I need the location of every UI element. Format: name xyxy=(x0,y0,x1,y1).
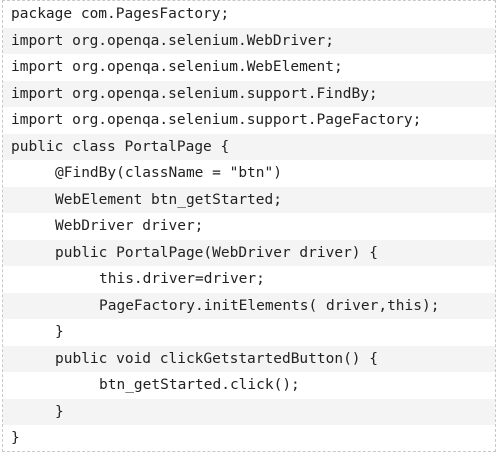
code-line-4: import org.openqa.selenium.support.FindB… xyxy=(3,80,495,107)
code-line-8: WebElement btn_getStarted; xyxy=(3,186,495,213)
code-line-13: } xyxy=(3,319,495,346)
code-line-5: import org.openqa.selenium.support.PageF… xyxy=(3,107,495,134)
code-line-10: public PortalPage(WebDriver driver) { xyxy=(3,239,495,266)
code-line-12: PageFactory.initElements( driver,this); xyxy=(3,292,495,319)
code-line-11: this.driver=driver; xyxy=(3,266,495,293)
code-block: package com.PagesFactory; import org.ope… xyxy=(2,0,496,452)
code-line-14: public void clickGetstartedButton() { xyxy=(3,345,495,372)
code-line-17: } xyxy=(3,425,495,451)
code-line-16: } xyxy=(3,398,495,425)
code-line-9: WebDriver driver; xyxy=(3,213,495,240)
code-line-7: @FindBy(className = "btn") xyxy=(3,160,495,187)
code-line-3: import org.openqa.selenium.WebElement; xyxy=(3,54,495,81)
code-line-2: import org.openqa.selenium.WebDriver; xyxy=(3,27,495,54)
code-line-1: package com.PagesFactory; xyxy=(3,1,495,28)
code-line-6: public class PortalPage { xyxy=(3,133,495,160)
code-line-15: btn_getStarted.click(); xyxy=(3,372,495,399)
